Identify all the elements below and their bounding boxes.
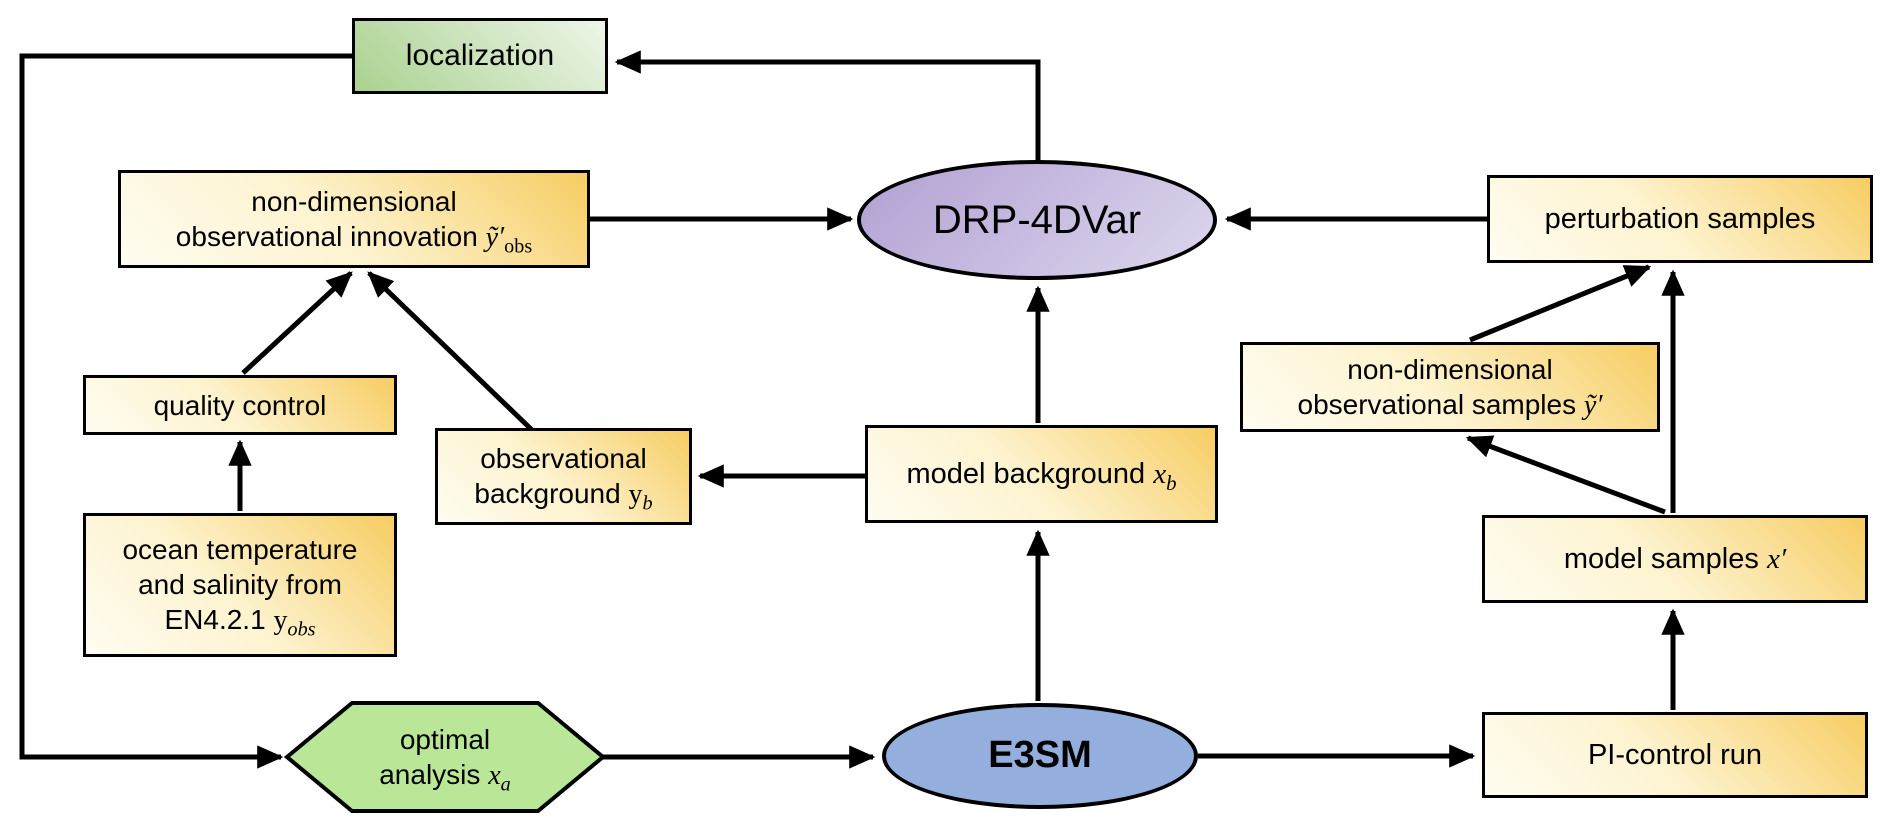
math-symbol: x <box>488 759 501 791</box>
optimal-analysis-hexagon <box>283 701 607 813</box>
node-label: localization <box>405 39 555 73</box>
arrow-quality-control-to-innovation <box>241 271 353 375</box>
node-drp-4dvar: DRP-4DVar <box>857 160 1217 280</box>
arrow-drp4dvar-to-localization <box>614 50 1041 163</box>
arrow-model-samples-to-nd-samples <box>1465 435 1666 515</box>
math-symbol: y <box>628 479 643 510</box>
node-label: perturbation samples <box>1544 202 1816 235</box>
node-label-line1: optimal <box>399 723 491 755</box>
node-e3sm: E3SM <box>882 703 1198 809</box>
math-subscript: a <box>500 773 511 796</box>
math-subscript: obs <box>287 618 316 641</box>
node-label: DRP-4DVar <box>932 198 1142 242</box>
node-label: quality control <box>153 389 327 421</box>
node-pi-control-run: PI-control run <box>1482 712 1868 798</box>
arrow-nd-samples-to-perturbation-samples <box>1469 264 1652 343</box>
math-subscript: obs <box>504 235 533 258</box>
node-label-line1: ocean temperature <box>122 534 358 565</box>
arrow-localization-to-optimal-analysis <box>19 53 352 769</box>
node-label-line1: observational <box>480 443 647 474</box>
node-label: E3SM <box>988 734 1092 777</box>
node-localization: localization <box>352 18 608 94</box>
node-observational-innovation: non-dimensional observational innovation… <box>118 170 590 268</box>
math-symbol: ỹ′ <box>1583 389 1603 421</box>
node-label-line1: non-dimensional <box>1347 353 1553 385</box>
node-label: PI-control run <box>1587 738 1763 771</box>
math-subscript: b <box>642 492 653 515</box>
math-symbol: ỹ′ <box>485 221 505 253</box>
node-ocean-observations: ocean temperature and salinity from EN4.… <box>83 513 397 657</box>
arrow-obs-background-to-innovation <box>367 271 534 432</box>
node-quality-control: quality control <box>83 375 397 435</box>
math-symbol: y <box>273 605 288 636</box>
node-label-line2: and salinity from <box>138 569 342 600</box>
math-symbol: x <box>1153 457 1167 490</box>
node-perturbation-samples: perturbation samples <box>1487 175 1873 263</box>
math-subscript: b <box>1166 470 1177 495</box>
math-symbol: x′ <box>1766 542 1787 575</box>
node-label-line1: non-dimensional <box>251 185 457 217</box>
